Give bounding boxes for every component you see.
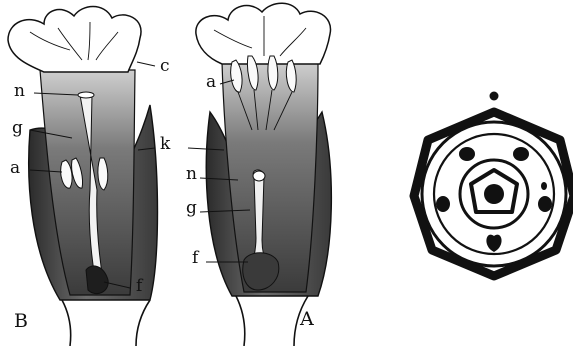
panel-label-b: B	[14, 312, 28, 331]
stamen-dot	[436, 196, 450, 212]
flower-a-corolla-lobes	[196, 3, 331, 64]
label-a-g: g	[186, 200, 197, 217]
stamen-dot	[513, 147, 529, 161]
axis-dot	[490, 92, 499, 101]
stamen-dot	[486, 235, 501, 252]
label-b-n: n	[14, 83, 25, 100]
floral-diagram	[414, 92, 573, 277]
stamen-dot	[541, 182, 547, 190]
panel-label-a: A	[300, 310, 314, 329]
label-a-n: n	[186, 166, 197, 183]
stamen-dot	[538, 196, 552, 212]
flower-b-corolla-lobes	[8, 7, 141, 73]
flower-a	[188, 3, 331, 346]
ovary-center	[484, 184, 504, 204]
label-a-f: f	[192, 250, 198, 267]
flower-b-anther-right	[98, 158, 108, 190]
label-b-a: a	[10, 160, 20, 177]
stamen-dot	[459, 147, 475, 161]
label-c: c	[160, 58, 170, 75]
label-a-a: a	[206, 74, 216, 91]
flower-a-pedicel	[236, 296, 308, 346]
label-b-f: f	[136, 278, 142, 295]
flower-b-pedicel	[62, 300, 150, 346]
label-b-g: g	[12, 120, 23, 137]
label-k: k	[160, 136, 170, 153]
